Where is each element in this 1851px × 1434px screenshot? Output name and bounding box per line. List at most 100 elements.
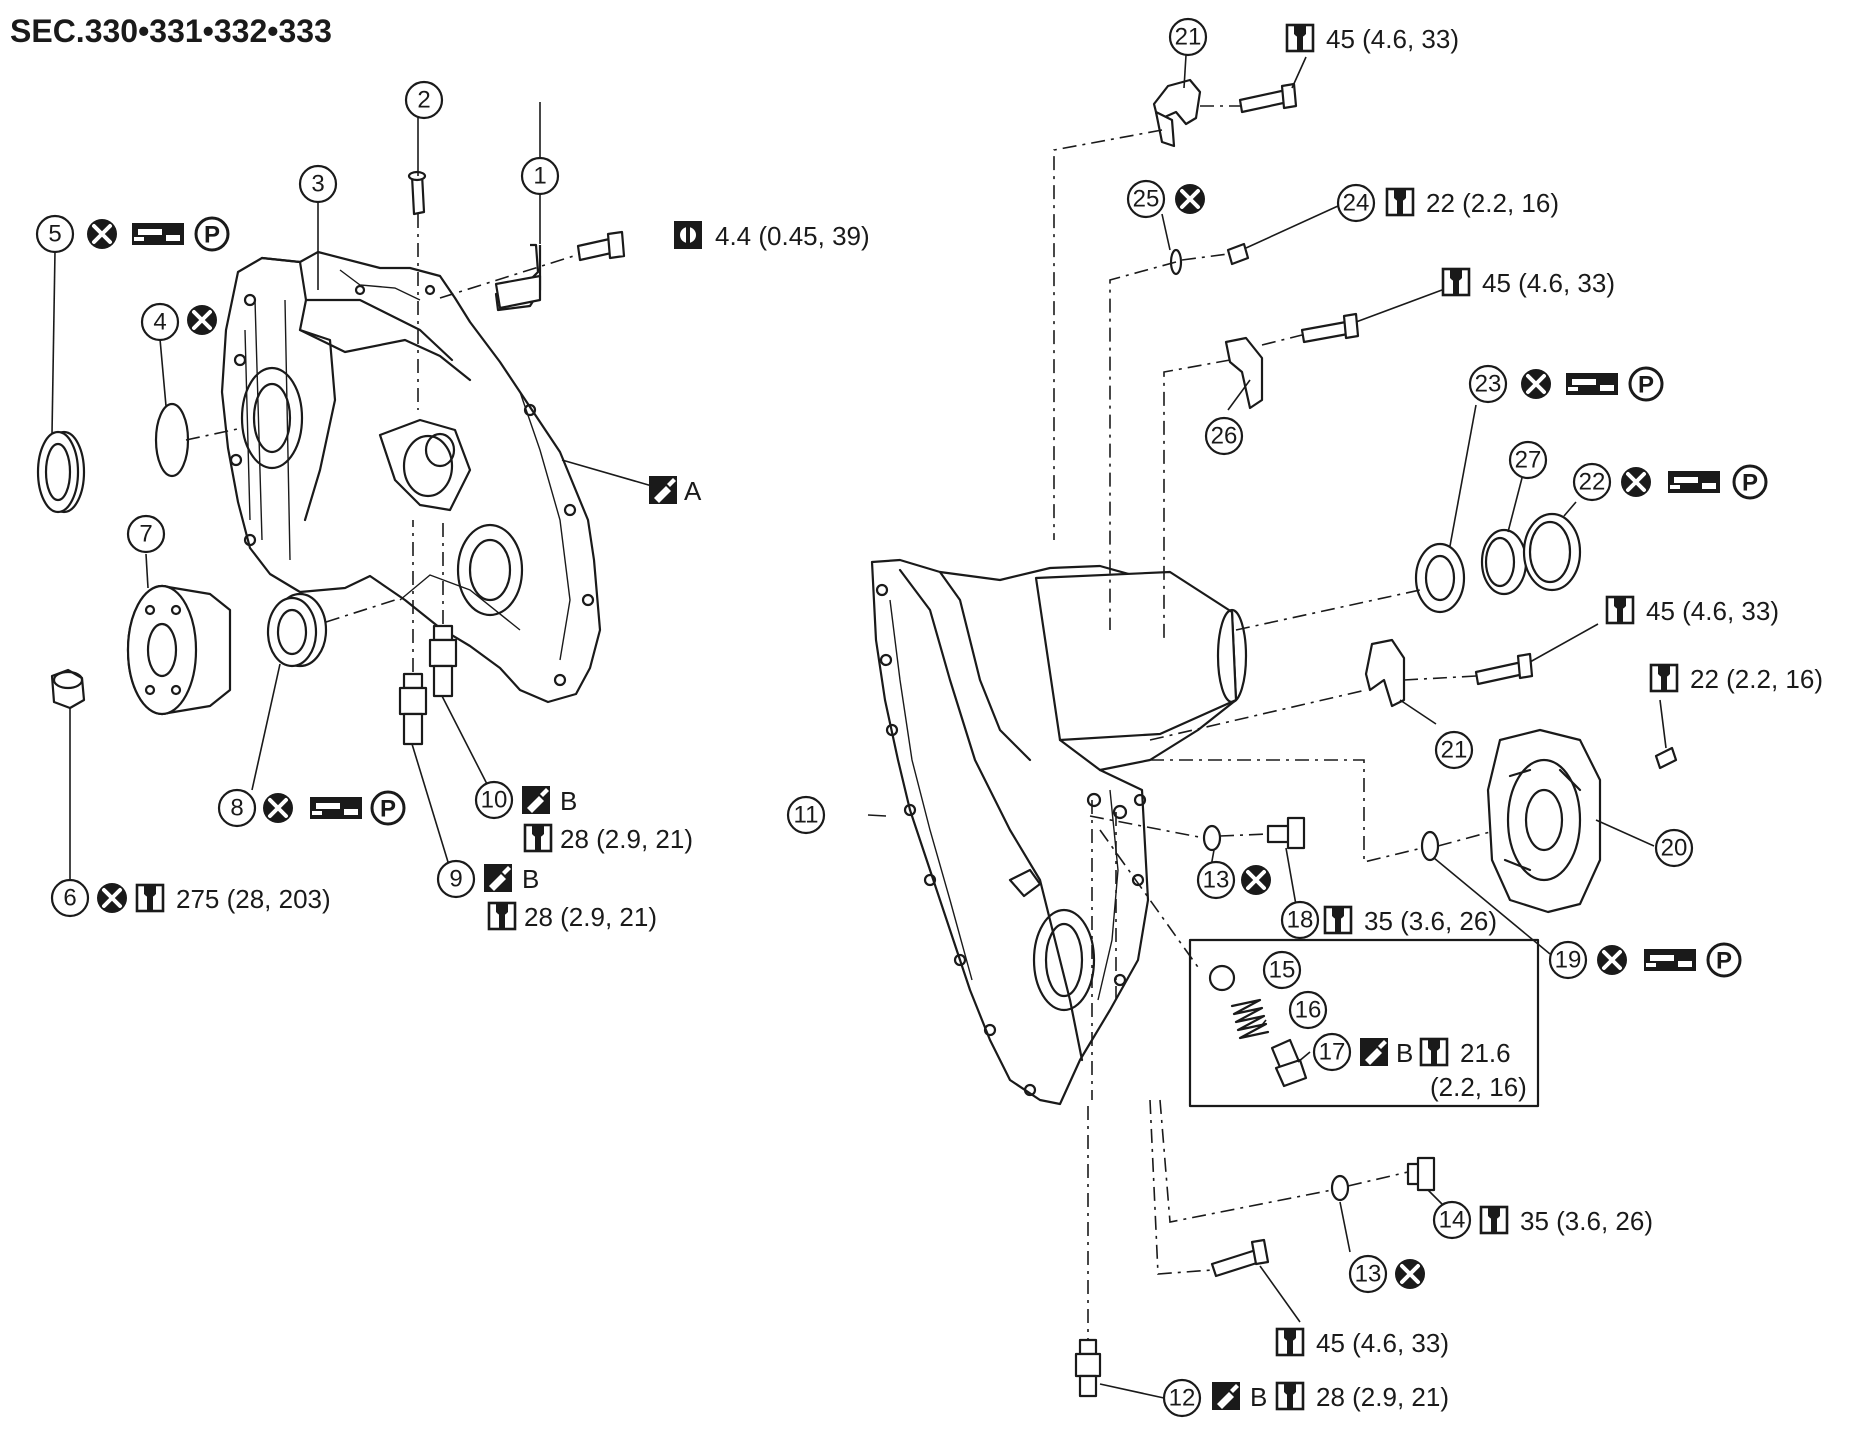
svg-text:3: 3 (311, 171, 324, 198)
spec-torque-20: 22 (2.2, 16) (1690, 664, 1823, 694)
dowel-pin-part (407, 170, 427, 216)
do-not-reuse-icon (1393, 1257, 1427, 1291)
spec-torque-18: 35 (3.6, 26) (1364, 906, 1497, 936)
bolt-21-mid-part (1474, 652, 1534, 686)
spec-torque-21-mid: 45 (4.6, 33) (1646, 596, 1779, 626)
callout-24: 24 (1336, 183, 1376, 223)
svg-text:2: 2 (417, 87, 430, 114)
callout-12: 12 (1162, 1378, 1202, 1418)
callout-22: 22 (1572, 462, 1612, 502)
callout-10: 10 (474, 780, 514, 820)
bolt-bottom-part (1210, 1238, 1270, 1278)
torque-wrench-icon (1649, 663, 1679, 693)
p-circle-icon (1706, 942, 1742, 978)
grease-gun-icon (1566, 373, 1618, 395)
p-circle-icon (1732, 464, 1768, 500)
o-ring-13-a-part (1202, 824, 1222, 852)
svg-text:22: 22 (1579, 469, 1606, 496)
callout-16: 16 (1288, 990, 1328, 1030)
callout-27: 27 (1508, 440, 1548, 480)
svg-text:19: 19 (1555, 947, 1582, 974)
bolt-1-part (576, 230, 626, 262)
svg-text:9: 9 (449, 866, 462, 893)
svg-text:7: 7 (139, 521, 152, 548)
svg-text:20: 20 (1661, 835, 1688, 862)
bracket-21-top-part (1152, 78, 1202, 148)
do-not-reuse-icon (1595, 943, 1629, 977)
bolt-21-top-part (1238, 82, 1298, 114)
spec-sealant-10: B (560, 786, 577, 816)
callout-5: 5 (35, 214, 75, 254)
switch-9-part (398, 520, 428, 746)
svg-text:26: 26 (1211, 423, 1238, 450)
rear-case-part (870, 558, 1248, 1106)
do-not-reuse-icon (95, 881, 129, 915)
sealant-icon (484, 864, 512, 892)
ring-27-part (1480, 528, 1528, 596)
torque-wrench-icon (1605, 595, 1635, 625)
callout-13-b: 13 (1348, 1254, 1388, 1294)
bracket-21-mid-part (1364, 638, 1406, 708)
spec-torque-24: 22 (2.2, 16) (1426, 188, 1559, 218)
seal-23-part (1414, 542, 1466, 614)
callout-20: 20 (1654, 828, 1694, 868)
callout-8: 8 (217, 788, 257, 828)
torque-wrench-icon (1285, 23, 1315, 53)
callout-14: 14 (1432, 1200, 1472, 1240)
front-case-part (220, 250, 602, 704)
torque-wrench-icon (1479, 1205, 1509, 1235)
callout-25: 25 (1126, 179, 1166, 219)
svg-text:8: 8 (230, 795, 243, 822)
spec-torque-12: 28 (2.9, 21) (1316, 1382, 1449, 1412)
svg-text:12: 12 (1169, 1385, 1196, 1412)
torque-wrench-icon (1385, 187, 1415, 217)
companion-flange-part (126, 584, 232, 716)
svg-text:1: 1 (533, 163, 546, 190)
callout-17: 17 (1312, 1032, 1352, 1072)
spec-torque-6: 275 (28, 203) (176, 884, 331, 914)
svg-text:13: 13 (1203, 867, 1230, 894)
callout-7: 7 (126, 514, 166, 554)
do-not-reuse-icon (1173, 182, 1207, 216)
plug-17-part (1270, 1038, 1308, 1088)
callout-15: 15 (1262, 950, 1302, 990)
switch-12-part (1074, 1338, 1102, 1398)
seal-22-part (1522, 512, 1582, 592)
do-not-reuse-icon (85, 217, 119, 251)
torque-special-icon (674, 221, 702, 249)
grease-gun-icon (1668, 471, 1720, 493)
do-not-reuse-icon (185, 303, 219, 337)
svg-text:23: 23 (1475, 371, 1502, 398)
spec-torque-1: 4.4 (0.45, 39) (715, 221, 870, 251)
callout-21-mid: 21 (1434, 730, 1474, 770)
spec-torque-10: 28 (2.9, 21) (560, 824, 693, 854)
svg-text:15: 15 (1269, 957, 1296, 984)
o-ring-4-part (154, 402, 190, 478)
oil-seal-8-part (266, 592, 328, 668)
grease-gun-icon (132, 223, 184, 245)
spec-torque-bottom: 45 (4.6, 33) (1316, 1328, 1449, 1358)
sealant-icon (522, 786, 550, 814)
spec-torque-17-value: 21.6 (1460, 1038, 1511, 1068)
spec-sealant-a: A (684, 476, 702, 506)
torque-wrench-icon (135, 883, 165, 913)
torque-wrench-icon (487, 901, 517, 931)
section-label: SEC.330•331•332•333 (10, 13, 332, 49)
callout-2: 2 (404, 80, 444, 120)
spec-sealant-17: B (1396, 1038, 1413, 1068)
svg-text:27: 27 (1515, 447, 1542, 474)
flange-nut-part (50, 668, 86, 710)
p-circle-icon (370, 790, 406, 826)
oil-pump-20-part (1486, 728, 1602, 914)
torque-wrench-icon (1323, 905, 1353, 935)
svg-text:11: 11 (794, 802, 819, 829)
p-circle-icon (194, 216, 230, 252)
o-ring-19-part (1420, 830, 1440, 862)
callout-4: 4 (140, 302, 180, 342)
spring-16-part (1230, 998, 1270, 1040)
fork-26-part (1224, 336, 1264, 410)
svg-text:25: 25 (1133, 186, 1160, 213)
svg-text:5: 5 (48, 221, 61, 248)
switch-10-part (428, 520, 458, 698)
